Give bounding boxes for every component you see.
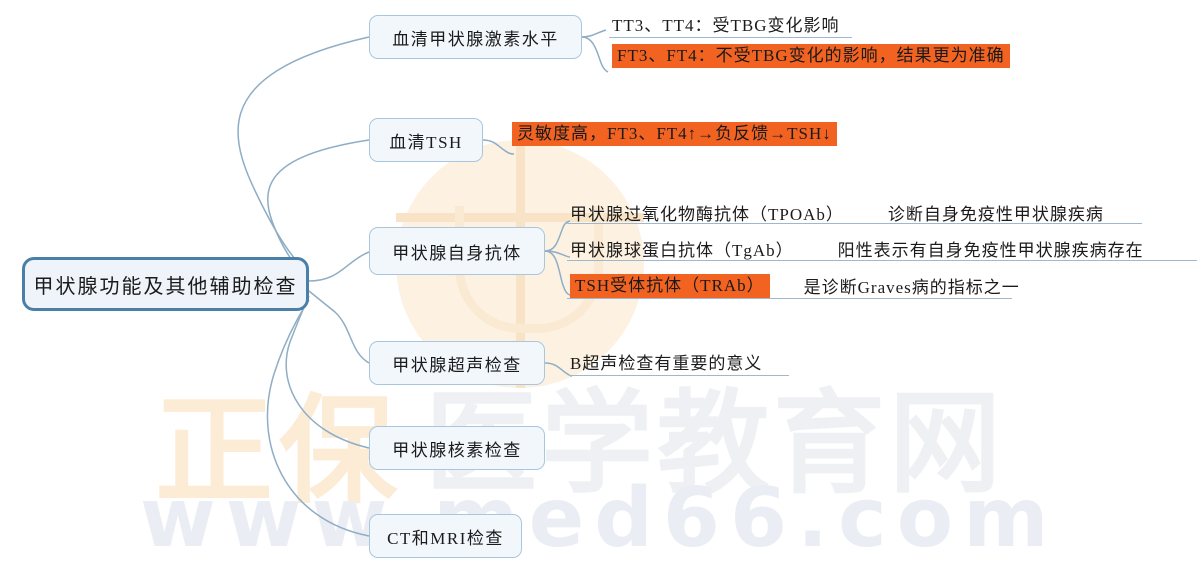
link-branch0-to-leaf-tt3-tt4 bbox=[581, 29, 607, 38]
leaf-tgab[interactable]: 甲状腺球蛋白抗体（TgAb） 阳性表示有自身免疫性甲状腺疾病存在 bbox=[570, 234, 1144, 264]
branch-node-thyroid-autoantibody[interactable]: 甲状腺自身抗体 bbox=[369, 227, 545, 275]
leaf-ft3-ft4[interactable]: FT3、FT4：不受TBG变化的影响，结果更为准确 bbox=[612, 44, 1010, 69]
leaf-note: 是诊断Graves病的指标之一 bbox=[803, 278, 1020, 297]
link-branch2-to-leaf-tgab bbox=[544, 250, 571, 258]
leaf-text-highlighted: FT3、FT4：不受TBG变化的影响，结果更为准确 bbox=[612, 44, 1010, 69]
link-branch3-to-leaf-bultrasound bbox=[544, 362, 573, 377]
branch-node-serum-thyroid-hormone[interactable]: 血清甲状腺激素水平 bbox=[369, 15, 582, 59]
leaf-text: 甲状腺过氧化物酶抗体（TPOAb） bbox=[570, 205, 844, 224]
link-branch2-to-leaf-tpoab bbox=[544, 220, 571, 252]
leaf-text-highlighted: 灵敏度高，FT3、FT4↑→负反馈→TSH↓ bbox=[512, 122, 837, 147]
leaf-underline-tt3-tt4 bbox=[609, 37, 852, 39]
leaf-underline-tgab bbox=[567, 260, 1197, 262]
leaf-tt3-tt4[interactable]: TT3、TT4：受TBG变化影响 bbox=[612, 9, 840, 39]
branch-label: CT和MRI检查 bbox=[387, 528, 504, 548]
leaf-text: TT3、TT4：受TBG变化影响 bbox=[612, 16, 840, 35]
root-node[interactable]: 甲状腺功能及其他辅助检查 bbox=[22, 257, 309, 311]
leaf-underline-b-ultrasound bbox=[569, 375, 789, 377]
link-branch2-to-leaf-trab bbox=[544, 250, 571, 296]
branch-label: 甲状腺自身抗体 bbox=[392, 243, 522, 263]
branch-label: 甲状腺超声检查 bbox=[392, 355, 522, 375]
leaf-text-highlighted: TSH受体抗体（TRAb） bbox=[570, 273, 770, 299]
link-root-to-thyroid-radionuclide bbox=[285, 295, 370, 449]
leaf-trab[interactable]: TSH受体抗体（TRAb） 是诊断Graves病的指标之一 bbox=[570, 271, 1020, 301]
watermark-brand-cn: 正保 bbox=[155, 382, 404, 520]
leaf-text: 甲状腺球蛋白抗体（TgAb） bbox=[570, 241, 794, 260]
branch-label: 血清甲状腺激素水平 bbox=[392, 29, 559, 49]
branch-node-thyroid-ultrasound[interactable]: 甲状腺超声检查 bbox=[369, 341, 545, 385]
leaf-tpoab[interactable]: 甲状腺过氧化物酶抗体（TPOAb） 诊断自身免疫性甲状腺疾病 bbox=[570, 198, 1104, 228]
branch-node-ct-mri[interactable]: CT和MRI检查 bbox=[369, 514, 522, 558]
link-root-to-ct-mri bbox=[266, 299, 370, 537]
branch-node-serum-tsh[interactable]: 血清TSH bbox=[369, 118, 483, 162]
root-node-label: 甲状腺功能及其他辅助检查 bbox=[33, 275, 298, 298]
link-branch1-to-leaf-tsh bbox=[482, 139, 515, 155]
leaf-underline-tpoab bbox=[567, 223, 1142, 225]
leaf-text: B超声检查有重要的意义 bbox=[570, 354, 763, 373]
branch-label: 血清TSH bbox=[389, 132, 463, 152]
link-root-to-thyroid-ultrasound bbox=[308, 290, 370, 364]
link-root-to-thyroid-autoantibody bbox=[308, 251, 370, 282]
link-branch0-to-leaf-ft3-ft4 bbox=[581, 36, 609, 73]
branch-node-thyroid-radionuclide[interactable]: 甲状腺核素检查 bbox=[369, 426, 545, 470]
leaf-tsh-sensitivity[interactable]: 灵敏度高，FT3、FT4↑→负反馈→TSH↓ bbox=[512, 122, 837, 147]
branch-label: 甲状腺核素检查 bbox=[392, 440, 522, 460]
leaf-underline-trab bbox=[567, 298, 1012, 300]
watermark-url: www.med66.com bbox=[140, 471, 1059, 566]
leaf-b-ultrasound[interactable]: B超声检查有重要的意义 bbox=[570, 347, 762, 377]
leaf-note: 诊断自身免疫性甲状腺疾病 bbox=[887, 205, 1104, 224]
leaf-note: 阳性表示有自身免疫性甲状腺疾病存在 bbox=[837, 241, 1144, 260]
link-root-to-serum-thyroid-hormone bbox=[237, 36, 370, 273]
